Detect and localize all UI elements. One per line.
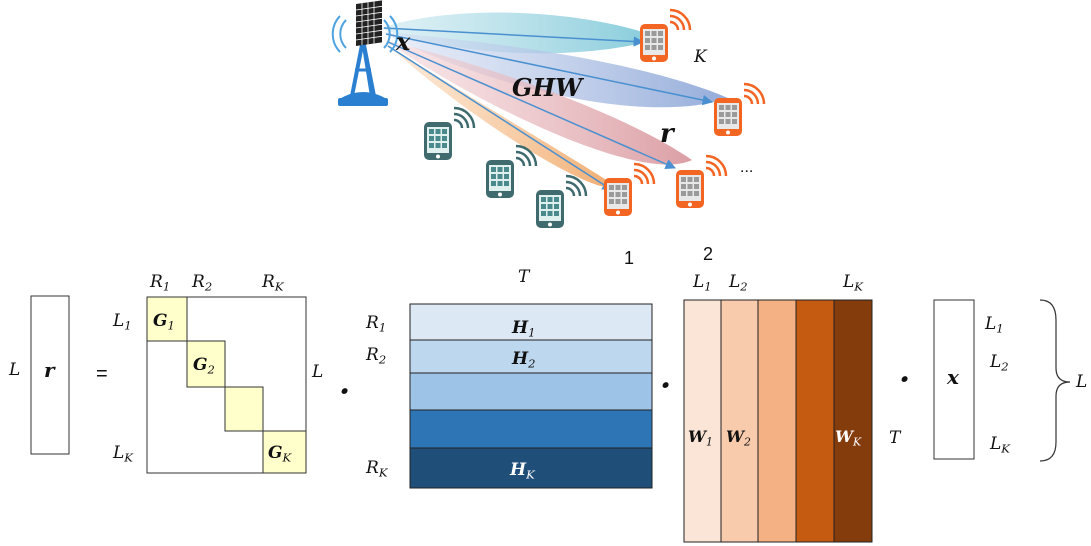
beam-pink bbox=[384, 40, 692, 170]
g-row-label-l1: L1 bbox=[112, 311, 132, 333]
dot-operator: · bbox=[660, 366, 671, 404]
r-vector-symbol: r bbox=[44, 358, 56, 382]
beam-orange bbox=[384, 42, 616, 191]
other-user-phone-icon bbox=[534, 174, 588, 230]
h-block bbox=[409, 372, 653, 411]
x-vector-symbol: x bbox=[946, 365, 960, 389]
h-row-label-r1: R1 bbox=[365, 313, 386, 335]
base-station-tower-icon bbox=[331, 15, 399, 106]
x-brace-label: L bbox=[1075, 372, 1087, 392]
user-phone-2-icon bbox=[674, 154, 728, 210]
beam-blue bbox=[382, 32, 728, 108]
g-row-label-lk: LK bbox=[112, 443, 134, 465]
w-block-k-label: WK bbox=[835, 427, 862, 448]
h-row-label-rk: RK bbox=[365, 458, 389, 480]
w-block bbox=[720, 299, 759, 543]
h-matrix bbox=[409, 303, 653, 489]
w-block-1-label: W1 bbox=[688, 427, 713, 448]
user-phone-1-icon bbox=[602, 162, 656, 218]
h-block-2-label: H2 bbox=[511, 349, 535, 371]
g-col-label-r1: R1 bbox=[149, 272, 170, 294]
g-block bbox=[224, 386, 264, 432]
r-vector-box bbox=[30, 295, 70, 455]
w-col-label-lk: LK bbox=[842, 272, 864, 294]
h-block bbox=[409, 409, 653, 449]
g-col-label-rk: RK bbox=[261, 272, 285, 294]
h-top-label: T bbox=[518, 267, 531, 287]
x-row-label-l2: L2 bbox=[989, 352, 1009, 374]
w-side-label: T bbox=[889, 428, 902, 448]
channel-label: GHW bbox=[512, 73, 584, 102]
bs-signal-label: x bbox=[395, 27, 411, 56]
dot-operator: · bbox=[339, 372, 350, 410]
g-block-k-label: GK bbox=[268, 443, 293, 465]
h-block-k-label: HK bbox=[509, 460, 536, 482]
h-block bbox=[409, 339, 653, 374]
h-row-label-r2: R2 bbox=[365, 345, 386, 367]
equals-sign: = bbox=[96, 363, 108, 385]
h-block-1-label: H1 bbox=[511, 318, 535, 340]
w-block bbox=[795, 299, 835, 543]
user-k-label: K bbox=[693, 47, 708, 67]
antenna-array-icon bbox=[356, 0, 382, 46]
w-matrix bbox=[683, 299, 873, 543]
g-col-label-r2: R2 bbox=[191, 272, 212, 294]
g-matrix bbox=[146, 296, 307, 474]
other-user-phone-icon bbox=[422, 106, 476, 162]
g-right-label: L bbox=[311, 362, 323, 382]
w-col-label-l2: L2 bbox=[728, 272, 748, 294]
received-signal-label: r bbox=[660, 119, 676, 149]
other-user-phone-icon bbox=[484, 144, 538, 200]
dot-operator: · bbox=[899, 360, 910, 398]
user-phone-k-icon bbox=[638, 8, 692, 64]
h-block bbox=[409, 447, 653, 489]
user-1-label: 1 bbox=[624, 248, 634, 268]
r-dim-label: L bbox=[8, 360, 20, 380]
g-block-1-label: G1 bbox=[153, 311, 175, 333]
user-2-label: 2 bbox=[703, 244, 713, 264]
w-col-label-l1: L1 bbox=[692, 272, 712, 294]
x-row-label-l1: L1 bbox=[984, 314, 1004, 336]
w-block bbox=[833, 299, 873, 543]
users-ellipsis: ... bbox=[740, 159, 753, 176]
g-block-2-label: G2 bbox=[193, 355, 215, 377]
w-block bbox=[683, 299, 722, 543]
g-block bbox=[262, 430, 307, 474]
g-block bbox=[146, 296, 188, 342]
g-block bbox=[186, 340, 226, 388]
user-phone-icon bbox=[712, 82, 766, 138]
w-block-2-label: W2 bbox=[726, 427, 751, 448]
x-row-label-lk: LK bbox=[989, 434, 1011, 456]
x-dimension-brace bbox=[1039, 299, 1071, 462]
w-block bbox=[757, 299, 797, 543]
x-vector-box bbox=[933, 299, 975, 460]
